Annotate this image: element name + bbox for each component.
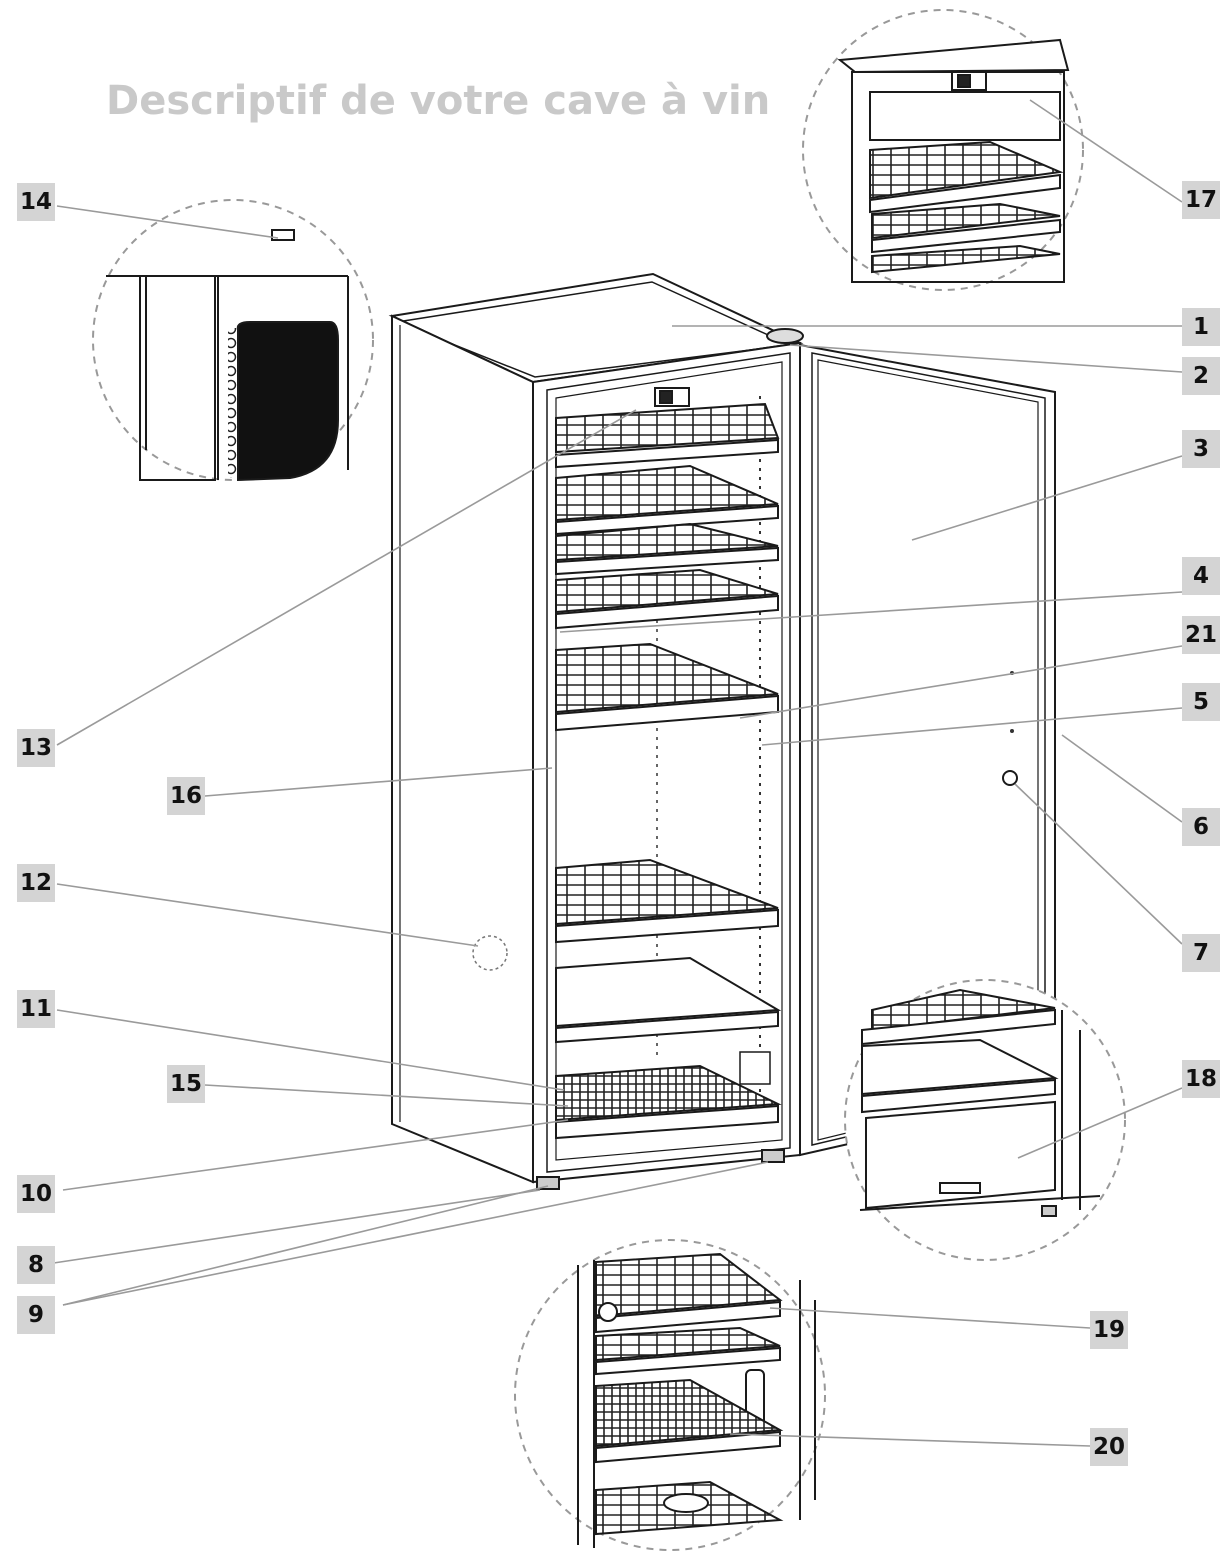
label-badge-5: 5 xyxy=(1182,683,1220,721)
label-badge-18: 18 xyxy=(1182,1060,1220,1098)
label-badge-14: 14 xyxy=(17,183,55,221)
label-badge-1: 1 xyxy=(1182,308,1220,346)
label-badge-2: 2 xyxy=(1182,357,1220,395)
side-logo-circle xyxy=(472,935,508,971)
label-badge-13: 13 xyxy=(17,729,55,767)
label-badge-9: 9 xyxy=(17,1296,55,1334)
label-badge-19: 19 xyxy=(1090,1311,1128,1349)
label-badge-21: 21 xyxy=(1182,616,1220,654)
detail-top-left xyxy=(92,199,374,482)
label-badge-10: 10 xyxy=(17,1175,55,1213)
diagram-title: Descriptif de votre cave à vin xyxy=(106,78,771,124)
label-badge-11: 11 xyxy=(17,990,55,1028)
label-badge-3: 3 xyxy=(1182,430,1220,468)
detail-top-right xyxy=(802,9,1084,291)
label-badge-16: 16 xyxy=(167,777,205,815)
label-badge-4: 4 xyxy=(1182,557,1220,595)
label-badge-7: 7 xyxy=(1182,934,1220,972)
label-badge-12: 12 xyxy=(17,864,55,902)
label-badge-17: 17 xyxy=(1182,181,1220,219)
label-badge-20: 20 xyxy=(1090,1428,1128,1466)
detail-bottom-center xyxy=(514,1239,826,1551)
cabinet-shelves xyxy=(555,402,782,1140)
label-badge-8: 8 xyxy=(17,1246,55,1284)
leader-lines xyxy=(46,99,1183,1447)
label-badge-15: 15 xyxy=(167,1065,205,1103)
detail-bottom-right xyxy=(844,979,1126,1261)
label-badge-6: 6 xyxy=(1182,808,1220,846)
